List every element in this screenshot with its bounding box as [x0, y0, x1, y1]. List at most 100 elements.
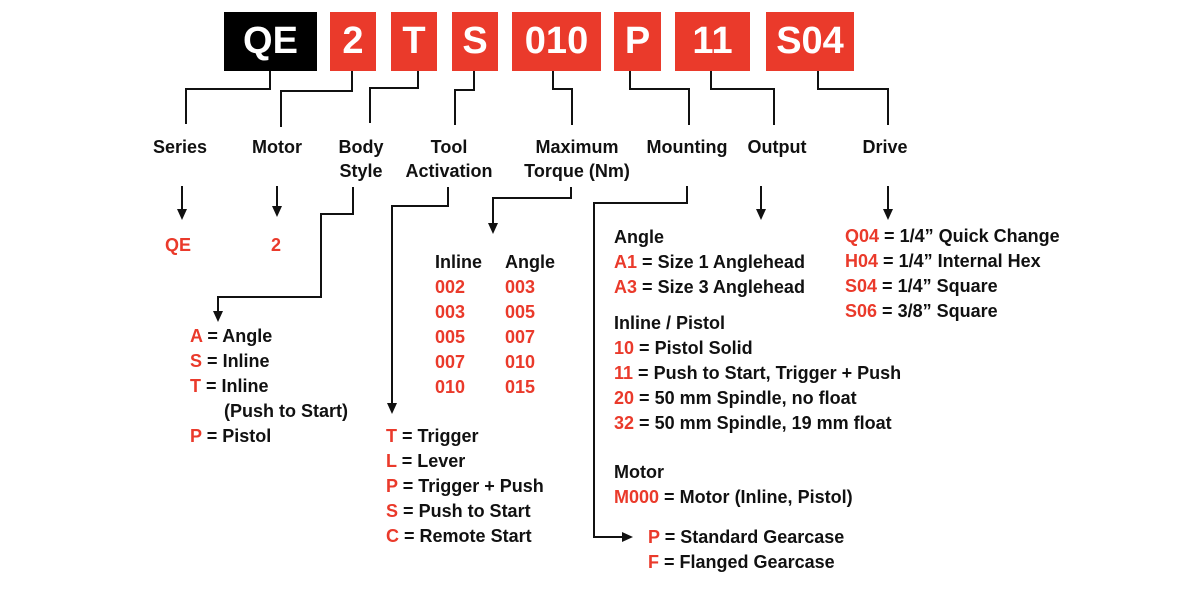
arrowhead-mounting-icon	[622, 532, 633, 542]
option-separator: =	[404, 526, 415, 546]
label-tool-activation-line1: Tool	[430, 137, 468, 157]
option-code: S04	[845, 276, 878, 296]
option-code: M000	[614, 487, 660, 507]
label-motor: Motor	[252, 137, 302, 157]
label-drive: Drive	[862, 137, 908, 157]
option-description: Push to Start	[418, 501, 531, 521]
arrowhead-body-style-icon	[213, 311, 223, 322]
option-row: A1 = Size 1 Anglehead	[614, 250, 805, 275]
torque-value-inline: 007	[435, 352, 466, 372]
option-description: Motor (Inline, Pistol)	[679, 487, 853, 507]
option-code: S06	[845, 301, 878, 321]
code-segment-series: QE	[224, 12, 317, 71]
option-code: 10	[614, 338, 635, 358]
option-code: P	[190, 426, 202, 446]
option-code: S	[386, 501, 399, 521]
arrowhead-series-icon	[177, 209, 187, 220]
label-output: Output	[747, 137, 807, 157]
arrowhead-drive-icon	[883, 209, 893, 220]
option-separator: =	[664, 487, 675, 507]
option-code: A3	[614, 277, 638, 297]
label-max-torque-line2: Torque (Nm)	[524, 161, 630, 181]
arrow-line-max-torque	[492, 187, 572, 224]
option-separator: =	[207, 351, 218, 371]
option-row: C = Remote Start	[386, 524, 544, 549]
torque-value-inline: 003	[435, 302, 466, 322]
label-series: Series	[152, 137, 208, 157]
option-separator: =	[402, 426, 413, 446]
connector-drive	[817, 71, 889, 125]
option-row: H04 = 1/4” Internal Hex	[845, 249, 1060, 274]
code-segment-body-style: T	[391, 12, 437, 71]
torque-value-angle: 005	[505, 302, 536, 322]
option-separator: =	[642, 252, 653, 272]
output-group-title: Inline / Pistol	[614, 313, 726, 333]
option-code: S	[190, 351, 203, 371]
code-segment-output: 11	[675, 12, 750, 71]
option-separator: =	[882, 301, 893, 321]
option-row: L = Lever	[386, 449, 544, 474]
option-description: Trigger + Push	[418, 476, 544, 496]
series-value: QE	[164, 235, 191, 255]
option-code: 11	[614, 363, 634, 383]
code-segment-mounting: P	[614, 12, 661, 71]
option-row: P = Standard Gearcase	[648, 525, 844, 550]
option-row: 11 = Push to Start, Trigger + Push	[614, 361, 901, 386]
option-description: 1/4” Square	[897, 276, 998, 296]
arrowhead-output-icon	[756, 209, 766, 220]
option-description: 3/8” Square	[897, 301, 998, 321]
arrowhead-motor-icon	[272, 206, 282, 217]
option-description: Pistol Solid	[654, 338, 753, 358]
option-description: Trigger	[417, 426, 479, 446]
option-separator: =	[638, 363, 649, 383]
option-separator: =	[664, 552, 675, 572]
torque-value-angle: 010	[505, 352, 536, 372]
option-description: Remote Start	[419, 526, 532, 546]
label-tool-activation: Tool Activation	[379, 135, 519, 183]
connector-mounting	[629, 71, 690, 125]
code-segment-max-torque: 010	[512, 12, 601, 71]
torque-value-inline: 005	[435, 327, 466, 347]
option-row: F = Flanged Gearcase	[648, 550, 844, 575]
option-row: 32 = 50 mm Spindle, 19 mm float	[614, 411, 901, 436]
motor-value: 2	[270, 235, 281, 255]
option-note: (Push to Start)	[224, 401, 348, 421]
option-description: Pistol	[222, 426, 272, 446]
arrowhead-max-torque-icon	[488, 223, 498, 234]
label-max-torque-line1: Maximum	[535, 137, 619, 157]
connector-motor	[280, 71, 353, 127]
option-code: A	[190, 326, 203, 346]
code-segment-motor: 2	[330, 12, 376, 71]
option-description: 1/4” Internal Hex	[898, 251, 1041, 271]
option-description: Push to Start, Trigger + Push	[653, 363, 902, 383]
option-row: S = Inline	[190, 349, 348, 374]
option-row: 10 = Pistol Solid	[614, 336, 901, 361]
option-separator: =	[402, 476, 414, 496]
option-description: 50 mm Spindle, no float	[654, 388, 857, 408]
connector-tool-activation	[454, 71, 475, 125]
option-row: P = Pistol	[190, 424, 348, 449]
arrow-line-tool-activation	[391, 187, 449, 404]
output-group-title: Motor	[614, 462, 664, 482]
torque-value-angle: 015	[505, 377, 536, 397]
option-separator: =	[642, 277, 653, 297]
label-body-style: Body Style	[291, 135, 431, 183]
option-code: P	[386, 476, 398, 496]
torque-header-inline: Inline	[435, 252, 483, 272]
option-code: 32	[614, 413, 635, 433]
connector-series	[185, 71, 271, 124]
option-description: Inline	[221, 376, 269, 396]
option-code: P	[648, 527, 660, 547]
option-code: A1	[614, 252, 638, 272]
option-description: Angle	[222, 326, 273, 346]
connector-body-style	[369, 71, 419, 123]
option-row: S = Push to Start	[386, 499, 544, 524]
option-separator: =	[664, 527, 676, 547]
